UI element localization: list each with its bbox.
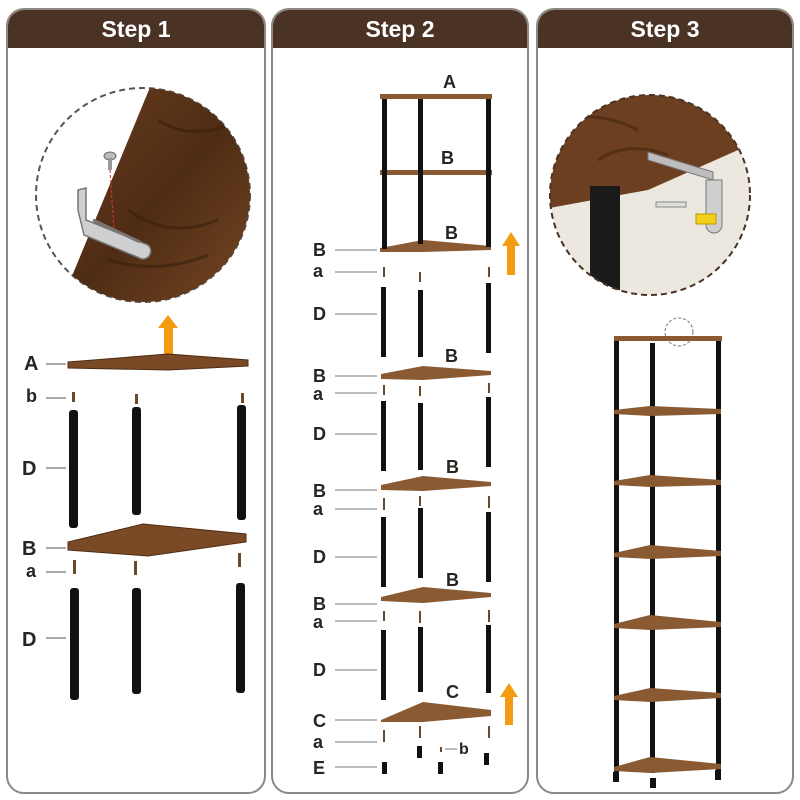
foot-e	[382, 762, 387, 774]
label-b-5: B	[446, 570, 459, 590]
label-c-top: C	[446, 682, 459, 702]
arrow-up-icon	[158, 315, 178, 354]
label-b-1: B	[441, 148, 454, 168]
step-2-panel: Step 2 A B B B a D B a D B a	[271, 8, 529, 794]
label-b-side-1: B	[313, 240, 326, 260]
label-b-4: B	[446, 457, 459, 477]
step-2-diagram: A B B B a D B a D B a D B a	[313, 72, 520, 778]
step-1-panel: Step 1	[6, 8, 266, 794]
label-b: B	[22, 538, 36, 560]
arrow-up-icon	[500, 683, 518, 725]
label-b-side-3: B	[313, 481, 326, 501]
foot-e	[438, 762, 443, 774]
label-a-side-5: a	[313, 732, 324, 752]
label-a: A	[24, 353, 38, 375]
wall-plug-icon	[695, 213, 717, 225]
assembled-corner-shelf	[613, 317, 722, 788]
pole-d	[132, 588, 141, 694]
label-d-side-2: D	[313, 424, 326, 444]
label-a-side-4: a	[313, 612, 324, 632]
label-d: D	[22, 458, 36, 480]
label-b-side-4: B	[313, 594, 326, 614]
step-3-diagram	[549, 94, 751, 788]
foot-e	[417, 746, 422, 758]
label-d-side-1: D	[313, 304, 326, 324]
pole-d	[132, 407, 141, 515]
bracket-detail-circle	[35, 87, 251, 303]
detail-marker	[664, 317, 694, 347]
label-b-side-2: B	[313, 366, 326, 386]
label-d-side-4: D	[313, 660, 326, 680]
step-1-diagram: A b D B a D	[22, 87, 251, 700]
shelf-b	[67, 523, 247, 557]
label-a-side-3: a	[313, 499, 324, 519]
l-bracket-icon	[77, 187, 152, 260]
shelf-a	[67, 353, 249, 371]
label-a-small: a	[26, 561, 37, 581]
step-3-panel: Step 3	[536, 8, 794, 794]
label-d-side-3: D	[313, 547, 326, 567]
pole-d	[69, 410, 78, 528]
label-b-small: b	[26, 386, 37, 406]
exploded-parts: B B B C b	[381, 267, 518, 774]
side-labels: B a D B a D B a D B a D C a	[313, 240, 377, 778]
label-a-top: A	[443, 72, 456, 92]
arrow-up-icon	[502, 232, 520, 275]
step-1-header: Step 1	[8, 10, 264, 48]
label-a-side-2: a	[313, 384, 324, 404]
step-3-header: Step 3	[538, 10, 792, 48]
label-a-side-1: a	[313, 261, 324, 281]
label-b-small: b	[459, 741, 469, 758]
foot-e	[484, 753, 489, 765]
label-b-2: B	[445, 223, 458, 243]
label-b-3: B	[445, 346, 458, 366]
label-e-side: E	[313, 758, 325, 778]
pole-d	[237, 405, 246, 520]
pole-d	[70, 588, 79, 700]
wall-anchor-detail-circle	[549, 94, 751, 296]
step-2-header: Step 2	[273, 10, 527, 48]
label-c-side: C	[313, 711, 326, 731]
screw-icon	[103, 151, 117, 231]
pole-d	[236, 583, 245, 693]
label-d-2: D	[22, 629, 36, 651]
